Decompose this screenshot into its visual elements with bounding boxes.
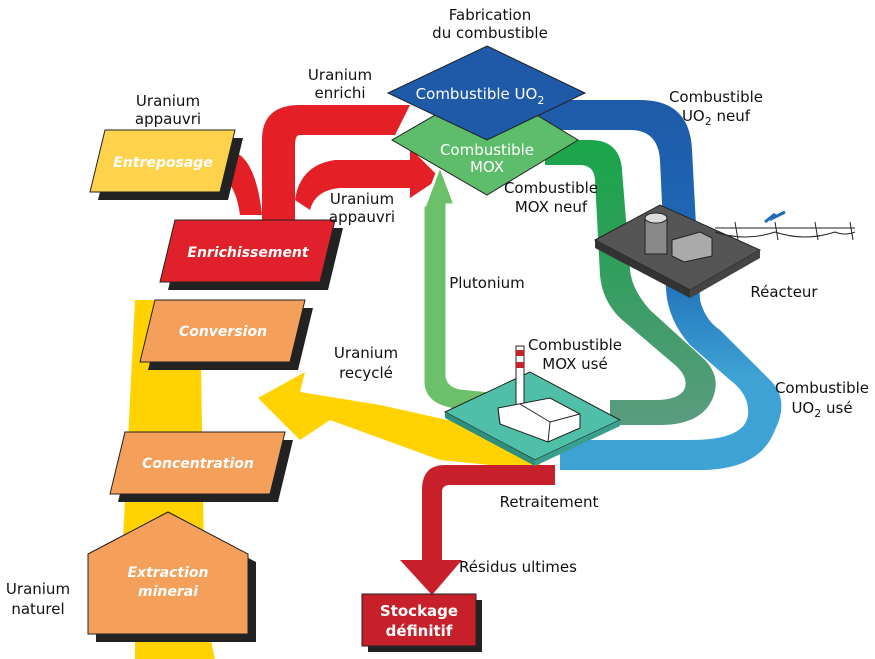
spent-mox-label-1: Combustible	[528, 336, 622, 354]
reprocessing-plant	[443, 345, 622, 466]
waste-label: Résidus ultimes	[459, 558, 577, 576]
spent-mox-label-2: MOX usé	[542, 355, 607, 373]
recycled-label-1: Uranium	[334, 344, 398, 362]
uo2-box-label: Combustible UO2	[416, 85, 545, 107]
stage-concentration-label: Concentration	[142, 456, 254, 472]
reprocessing-label: Retraitement	[500, 493, 599, 511]
final-storage-box: Stockage définitif	[361, 593, 482, 652]
enriched-label-2: enrichi	[315, 84, 366, 102]
new-mox-label-1: Combustible	[504, 179, 598, 197]
mox-box-label-2: MOX	[470, 158, 504, 176]
depleted-mid-label-1: Uranium	[330, 190, 394, 208]
enriched-label-1: Uranium	[308, 66, 372, 84]
stage-extraction-label-2: minerai	[138, 584, 198, 600]
uo2-fuel-flow	[530, 100, 782, 470]
depleted-top-label-2: appauvri	[135, 110, 201, 128]
storage-label-1: Stockage	[380, 602, 458, 620]
reactor-label: Réacteur	[750, 283, 818, 301]
new-uo2-label-2: UO2 neuf	[682, 107, 751, 128]
plutonium-label: Plutonium	[449, 274, 525, 292]
natural-uranium-label-2: naturel	[11, 600, 64, 618]
reactor-building	[593, 204, 762, 298]
stage-conversion-label: Conversion	[179, 324, 267, 340]
spent-uo2-label-2: UO2 usé	[791, 399, 852, 420]
stage-conversion: Conversion	[139, 299, 313, 370]
stage-enrichissement-label: Enrichissement	[187, 245, 310, 261]
stage-entreposage: Entreposage	[89, 129, 243, 200]
depleted-mid-label-2: appauvri	[329, 208, 395, 226]
power-line	[714, 210, 856, 241]
new-mox-label-2: MOX neuf	[515, 198, 588, 216]
uo2-fuel-box: Combustible UO2	[386, 45, 587, 141]
mox-fuel-flow	[545, 140, 716, 425]
plutonium-flow	[421, 160, 502, 414]
fabrication-label-2: du combustible	[432, 24, 548, 42]
spent-uo2-label-1: Combustible	[775, 379, 869, 397]
stage-enrichissement: Enrichissement	[159, 219, 343, 290]
stage-extraction-minerai: Extraction minerai	[87, 511, 256, 642]
stage-concentration: Concentration	[109, 431, 293, 502]
waste-flow	[400, 465, 555, 595]
stage-entreposage-label: Entreposage	[113, 155, 213, 171]
lightning-icon	[764, 210, 786, 224]
storage-label-2: définitif	[386, 622, 453, 640]
natural-uranium-label-1: Uranium	[6, 580, 70, 598]
new-uo2-label-1: Combustible	[669, 88, 763, 106]
mox-box-label-1: Combustible	[440, 141, 534, 159]
stage-extraction-label-1: Extraction	[127, 565, 208, 581]
recycled-label-2: recyclé	[339, 364, 393, 382]
fabrication-label-1: Fabrication	[449, 6, 531, 24]
depleted-top-label-1: Uranium	[136, 92, 200, 110]
